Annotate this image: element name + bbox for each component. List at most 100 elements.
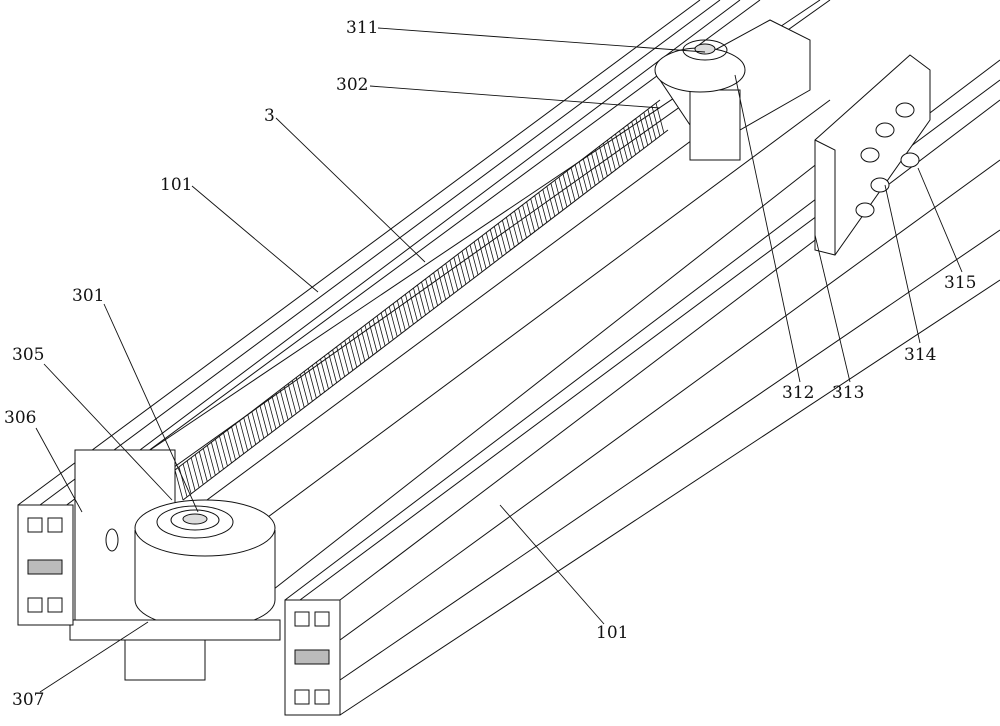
- belt-tooth: [259, 405, 269, 436]
- belt-tooth: [489, 229, 499, 260]
- belt-tooth: [477, 238, 487, 269]
- bolt-head: [895, 102, 915, 118]
- belt-tooth: [210, 442, 220, 473]
- belt-tooth: [453, 257, 463, 288]
- leader-line: [369, 85, 661, 109]
- belt-tooth: [376, 315, 386, 346]
- rail-edge: [74, 0, 761, 506]
- belt-tooth: [497, 223, 507, 254]
- belt-tooth: [445, 263, 455, 294]
- profile-end-right: [284, 599, 341, 716]
- label-315: 315: [944, 273, 977, 293]
- belt-tooth: [546, 186, 556, 217]
- label-312: 312: [782, 383, 815, 403]
- belt-tooth: [615, 133, 624, 165]
- label-101-bottom: 101: [596, 623, 629, 643]
- belt-tooth: [206, 445, 216, 476]
- belt-tooth: [643, 112, 653, 143]
- leader-line: [39, 621, 149, 693]
- toothed-belt: [174, 99, 669, 501]
- belt-tooth: [566, 170, 576, 202]
- belt-tooth: [332, 349, 342, 380]
- belt-tooth: [239, 420, 249, 451]
- belt-tooth: [275, 392, 285, 424]
- belt-tooth: [356, 331, 366, 362]
- belt-tooth: [388, 306, 398, 337]
- belt-tooth: [550, 183, 560, 214]
- belt-tooth: [219, 435, 228, 467]
- profile-end-left: [17, 504, 74, 626]
- belt-tooth: [328, 352, 337, 383]
- belt-tooth: [409, 291, 418, 322]
- belt-tooth: [303, 371, 313, 402]
- belt-tooth: [518, 207, 527, 239]
- belt-tooth: [384, 309, 394, 340]
- label-302: 302: [336, 75, 369, 95]
- leader-line: [917, 167, 963, 273]
- belt-tooth: [186, 460, 196, 491]
- label-314: 314: [904, 345, 937, 365]
- belt-tooth: [619, 130, 628, 161]
- belt-tooth: [372, 318, 382, 350]
- label-307: 307: [12, 690, 45, 710]
- rail-edge: [59, 0, 741, 511]
- belt-tooth: [590, 152, 600, 183]
- belt-tooth: [514, 210, 523, 242]
- belt-tooth: [202, 448, 212, 479]
- belt-tooth: [598, 146, 608, 177]
- belt-tooth: [501, 220, 511, 251]
- belt-tooth: [295, 377, 305, 408]
- belt-tooth: [623, 127, 633, 158]
- leader-line: [43, 363, 173, 501]
- belt-tooth: [263, 402, 273, 433]
- belt-tooth: [194, 454, 204, 485]
- belt-tooth: [586, 155, 596, 186]
- belt-tooth: [312, 365, 321, 396]
- belt-tooth: [421, 281, 430, 313]
- belt-tooth: [413, 287, 422, 319]
- belt-tooth: [227, 429, 236, 461]
- rail-edge: [209, 99, 831, 561]
- label-311: 311: [346, 18, 379, 38]
- belt-tooth: [255, 408, 265, 439]
- leader-line: [499, 504, 605, 625]
- belt-tooth: [429, 275, 439, 306]
- belt-tooth: [243, 417, 253, 448]
- belt-tooth: [594, 149, 604, 180]
- belt-tooth: [291, 380, 301, 411]
- belt-tooth: [441, 266, 451, 297]
- belt-tooth: [639, 115, 649, 146]
- bolt-head: [870, 177, 890, 193]
- label-306: 306: [4, 408, 37, 428]
- belt-tooth: [635, 118, 645, 149]
- belt-tooth: [574, 164, 584, 195]
- rail-edge: [339, 159, 1000, 641]
- belt-tooth: [344, 340, 354, 371]
- belt-edge: [174, 99, 661, 471]
- belt-tooth: [392, 303, 402, 334]
- leader-line: [35, 427, 83, 513]
- belt-tooth: [400, 297, 410, 328]
- belt-tooth: [526, 201, 536, 232]
- belt-tooth: [522, 204, 531, 235]
- belt-tooth: [271, 395, 281, 427]
- label-313: 313: [832, 383, 865, 403]
- belt-tooth: [417, 284, 426, 316]
- belt-tooth: [627, 124, 637, 155]
- belt-tooth: [631, 121, 641, 152]
- belt-tooth: [481, 235, 491, 266]
- leader-line: [275, 117, 426, 263]
- belt-tooth: [449, 260, 459, 291]
- belt-tooth: [307, 368, 317, 399]
- leader-line: [814, 234, 851, 383]
- belt-tooth: [603, 143, 612, 174]
- belt-tooth: [215, 439, 224, 470]
- belt-tooth: [570, 167, 580, 198]
- belt-tooth: [578, 161, 588, 192]
- belt-tooth: [534, 195, 544, 226]
- bolt-head: [900, 152, 920, 168]
- belt-tooth: [651, 106, 661, 137]
- belt-tooth: [510, 213, 519, 245]
- belt-tooth: [542, 189, 552, 220]
